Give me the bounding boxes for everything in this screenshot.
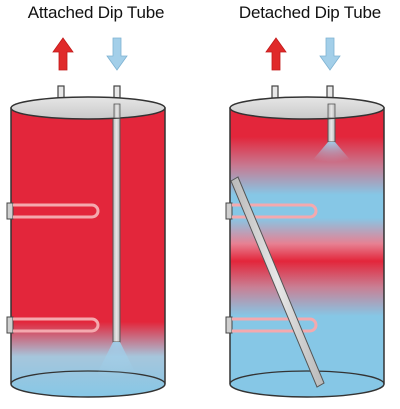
cold-water-inlet-arrow-icon-right xyxy=(319,37,341,71)
attached-dip-tube-title: Attached Dip Tube xyxy=(27,3,165,22)
tank-lid-right xyxy=(229,96,385,120)
lower-heating-element xyxy=(6,316,100,334)
tank-body-right xyxy=(229,107,385,398)
detached-dip-tube xyxy=(230,176,325,388)
detached-tank xyxy=(225,37,385,398)
upper-heating-element xyxy=(6,202,100,220)
tank-body xyxy=(10,107,166,398)
cold-water-inlet-arrow-icon xyxy=(106,37,128,71)
cold-water-spray-right xyxy=(311,142,352,162)
upper-heating-element-right xyxy=(225,202,318,220)
cold-water-spray xyxy=(95,342,138,378)
attached-tank xyxy=(6,37,166,398)
dip-tube-attached xyxy=(112,113,121,343)
detached-dip-tube-title: Detached Dip Tube xyxy=(238,3,382,22)
lower-heating-element-right xyxy=(225,316,318,334)
hot-water-outlet-arrow-icon-right xyxy=(265,37,287,71)
tank-lid xyxy=(10,96,166,120)
hot-water-outlet-arrow-icon xyxy=(52,37,74,71)
